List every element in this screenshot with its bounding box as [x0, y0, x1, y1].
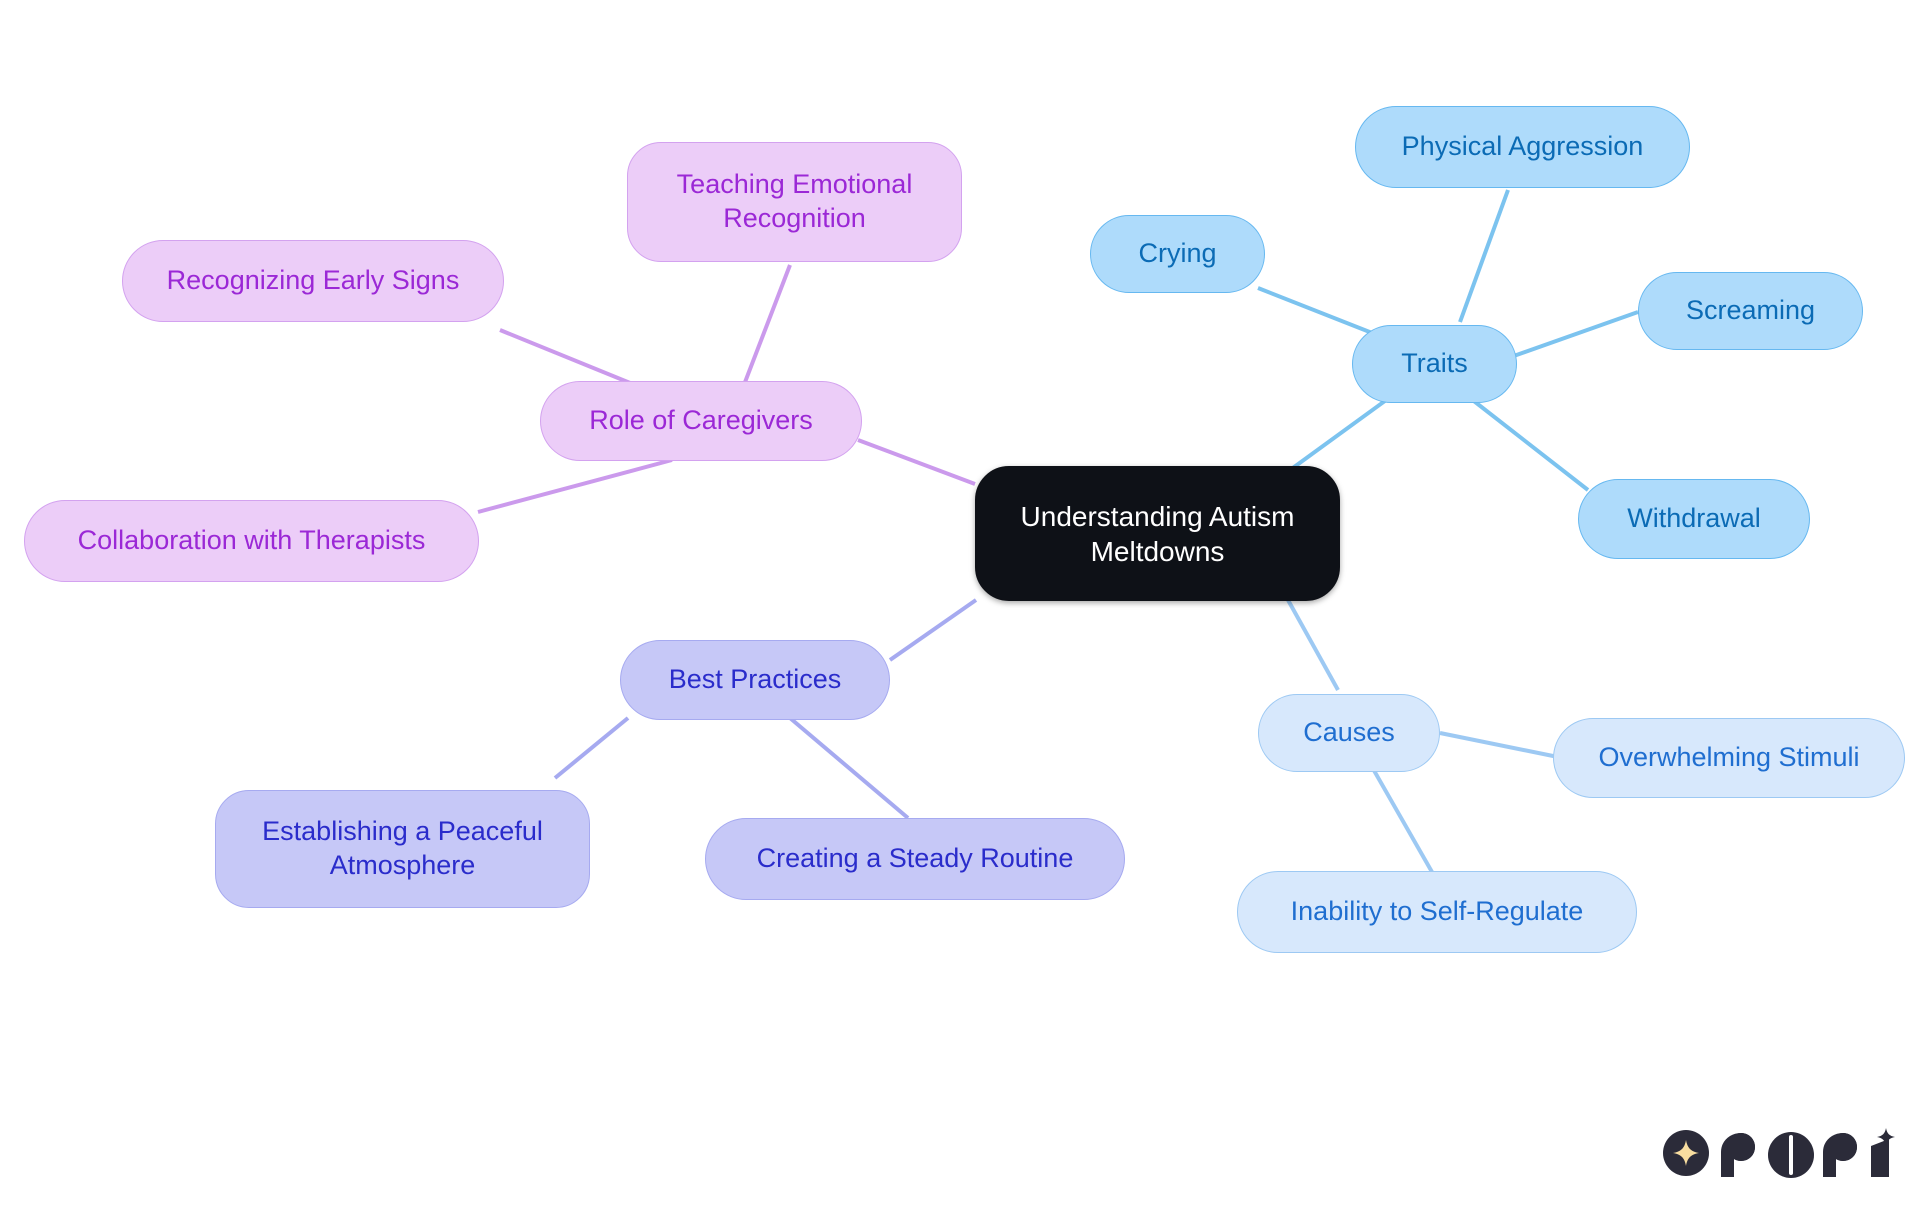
node-establishing-a-peaceful-atmosphere-label: Establishing a Peaceful Atmosphere — [262, 816, 543, 880]
node-role-of-caregivers[interactable]: Role of Caregivers — [540, 381, 862, 461]
node-role-of-caregivers-label: Role of Caregivers — [589, 405, 813, 436]
node-root-label: Understanding Autism Meltdowns — [1020, 500, 1295, 567]
brand-wordmark — [1719, 1128, 1899, 1178]
edge-root-practices — [888, 598, 978, 662]
edge-caregivers-collaboration-with-therapists — [477, 458, 673, 514]
node-creating-a-steady-routine[interactable]: Creating a Steady Routine — [705, 818, 1125, 900]
brand-watermark — [1663, 1128, 1899, 1178]
node-best-practices[interactable]: Best Practices — [620, 640, 890, 720]
node-screaming[interactable]: Screaming — [1638, 272, 1863, 350]
edge-traits-physical-aggression — [1458, 189, 1510, 323]
node-creating-a-steady-routine-label: Creating a Steady Routine — [756, 843, 1074, 874]
edge-traits-withdrawal — [1468, 396, 1590, 492]
node-overwhelming-stimuli-label: Overwhelming Stimuli — [1598, 742, 1860, 773]
node-recognizing-early-signs[interactable]: Recognizing Early Signs — [122, 240, 504, 322]
node-overwhelming-stimuli[interactable]: Overwhelming Stimuli — [1553, 718, 1905, 798]
edge-root-causes — [1286, 599, 1340, 691]
node-inability-to-self-regulate-label: Inability to Self-Regulate — [1290, 896, 1584, 927]
edge-traits-screaming — [1507, 310, 1639, 360]
edge-practices-creating-a-steady-routine — [788, 716, 910, 820]
node-traits[interactable]: Traits — [1352, 325, 1517, 403]
node-withdrawal-label: Withdrawal — [1627, 503, 1761, 534]
node-crying[interactable]: Crying — [1090, 215, 1265, 293]
node-best-practices-label: Best Practices — [668, 664, 842, 695]
node-crying-label: Crying — [1138, 238, 1217, 269]
sparkle-icon — [1663, 1130, 1709, 1176]
node-traits-label: Traits — [1401, 348, 1468, 379]
node-teaching-emotional-recognition[interactable]: Teaching Emotional Recognition — [627, 142, 962, 262]
edge-root-caregivers — [857, 438, 976, 486]
edge-causes-overwhelming-stimuli — [1439, 731, 1559, 759]
node-causes[interactable]: Causes — [1258, 694, 1440, 772]
node-inability-to-self-regulate[interactable]: Inability to Self-Regulate — [1237, 871, 1637, 953]
brand-wordmark-glyph — [1721, 1128, 1895, 1178]
edge-caregivers-teaching-emotional-recognition — [740, 264, 792, 391]
node-screaming-label: Screaming — [1685, 295, 1816, 326]
edge-causes-inability-to-self-regulate — [1366, 759, 1434, 873]
node-collaboration-with-therapists-label: Collaboration with Therapists — [77, 525, 426, 556]
node-withdrawal[interactable]: Withdrawal — [1578, 479, 1810, 559]
node-teaching-emotional-recognition-label: Teaching Emotional Recognition — [676, 169, 913, 233]
node-causes-label: Causes — [1303, 717, 1395, 748]
node-physical-aggression-label: Physical Aggression — [1401, 131, 1644, 162]
node-establishing-a-peaceful-atmosphere[interactable]: Establishing a Peaceful Atmosphere — [215, 790, 590, 908]
sparkle-glyph — [1673, 1140, 1699, 1166]
node-root[interactable]: Understanding Autism Meltdowns — [975, 466, 1340, 601]
edge-practices-establishing-a-peaceful-atmosphere — [553, 716, 630, 780]
node-recognizing-early-signs-label: Recognizing Early Signs — [166, 265, 460, 296]
node-physical-aggression[interactable]: Physical Aggression — [1355, 106, 1690, 188]
node-collaboration-with-therapists[interactable]: Collaboration with Therapists — [24, 500, 479, 582]
